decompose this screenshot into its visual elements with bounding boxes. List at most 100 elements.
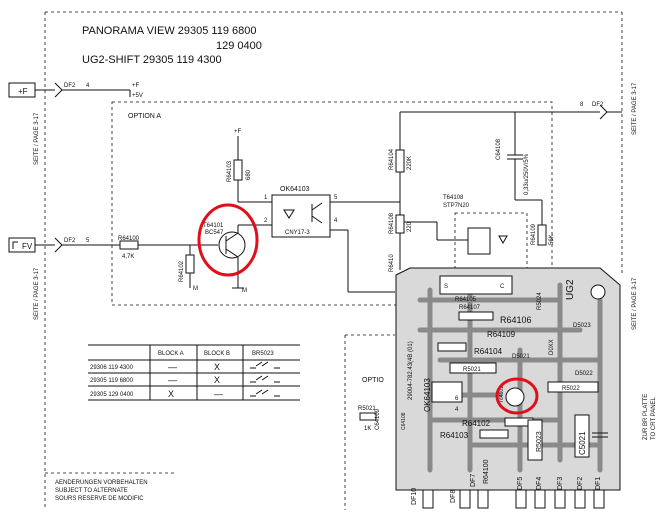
page-mid-label: SEITE / PAGE 3-17 [632, 277, 638, 330]
pcb-n4: 4 [455, 407, 459, 413]
bc547-label: BC547 [205, 230, 224, 236]
highlight-pcb-t64101 [495, 377, 539, 415]
table-row1-part: 29306 119 4300 [90, 365, 134, 371]
pin4-opto-label: 4 [334, 218, 338, 224]
pcb-ok64103: OK64103 [423, 378, 432, 412]
plus-f-label: +F [18, 87, 28, 96]
opto-led-icon [283, 209, 295, 219]
page-top-label: SEITE / PAGE 3-17 [632, 82, 638, 135]
r64100-body [119, 240, 139, 250]
arrow-fv [54, 237, 63, 253]
r64104-body [395, 149, 405, 173]
table-row2-a: — [168, 375, 177, 385]
pin2-label: 2 [264, 218, 268, 224]
pin5-label: 5 [86, 238, 90, 244]
pcb-r64105: R64105 [455, 297, 477, 303]
pcb-c5021-body [574, 414, 590, 458]
table-header-b: BLOCK B [204, 351, 230, 357]
r64108-body [395, 214, 405, 234]
pcb-r64106: R64106 [500, 315, 532, 325]
switch-icon-1 [250, 361, 280, 369]
table-row1-b: X [214, 362, 220, 372]
pin4-label: 4 [86, 83, 90, 89]
r5021-sch-body [359, 412, 377, 421]
c64109-label: C64109 [375, 408, 381, 430]
r64107-label: R6410 [389, 254, 395, 272]
pcb-ok64103-body [431, 381, 463, 403]
notice-line1: AENDERUNGEN VORBEHALTEN [55, 480, 148, 486]
pcb-t64101-body [505, 387, 525, 407]
switch-icon-2 [250, 375, 280, 383]
pcb-df4: DF4 [536, 477, 543, 490]
pcb-r64106-body [458, 311, 494, 321]
pcb-r64100: R64100 [483, 459, 490, 484]
pcb-r64103: R64103 [440, 431, 469, 440]
table-row2-b: X [214, 375, 220, 385]
ok64103-body [271, 194, 331, 238]
fv-label: FV [22, 242, 33, 251]
arrow-plusf [54, 82, 63, 98]
mosfet-diode-icon [498, 235, 508, 245]
pcb-r64103-body [479, 429, 509, 439]
table-row3-b: — [214, 389, 223, 399]
t64101-collector [225, 232, 239, 242]
df2-5-label: DF2 [64, 238, 76, 244]
fv-page: SEITE / PAGE 3-17 [34, 267, 40, 320]
r64103-body [233, 159, 243, 181]
pcb-df8: DF8 [450, 490, 457, 503]
pcb-r5022-body [547, 381, 599, 393]
header-line2: 129 0400 [216, 40, 262, 52]
pcb-pin-df1 [593, 489, 605, 509]
r64104-value: 220K [407, 156, 413, 170]
pcb-inset: S C R64105 R64107 R64106 R64109 R64104 R… [395, 267, 621, 509]
header-line3: UG2-SHIFT 29305 119 4300 [82, 54, 222, 66]
pcb-pin-df8 [459, 489, 471, 509]
pcb-r5023: R5023 [536, 431, 543, 452]
pcb-df3: DF3 [557, 477, 564, 490]
r64108-value: 220 [407, 221, 413, 232]
df2-4-label: DF2 [64, 83, 76, 89]
r64104-label: R64104 [389, 148, 395, 170]
m2-label: M [242, 288, 247, 294]
c64108-value: 0,33u/250V/5% [524, 153, 530, 195]
r5021-sch-label: R5021 [358, 406, 376, 412]
pcb-pin-df3 [554, 489, 566, 509]
to-crt-label: TO CRT PANEL [651, 396, 657, 440]
pcb-ug2: UG2 [565, 279, 576, 300]
pcb-dzx: D0XX [549, 339, 555, 355]
r64100-label: R64100 [118, 236, 140, 242]
pcb-pin-df4 [534, 489, 546, 509]
pin5-opto-label: 5 [334, 195, 338, 201]
t64101-emitter [225, 248, 239, 258]
t64108-symbol [467, 227, 491, 255]
pcb-d5023: D5023 [573, 323, 591, 329]
pcb-r64104: R64104 [474, 347, 503, 356]
pcb-n6: 6 [455, 396, 459, 402]
pcb-c64108: C64108 [401, 412, 407, 430]
table-header-a: BLOCK A [158, 351, 184, 357]
table-header-br: BR5023 [252, 351, 274, 357]
pcb-pin-s: S [444, 284, 448, 290]
pcb-part-no: 29004-782.43(4B (01) [408, 341, 414, 400]
pcb-c5021: C5021 [578, 431, 587, 455]
r64100-value: 4,7K [122, 254, 134, 260]
pin8-label: 8 [580, 102, 584, 108]
pcb-traces-v [427, 282, 603, 473]
option-b-label: OPTIO [362, 377, 384, 384]
table-row3-a: X [168, 389, 174, 399]
pcb-connector [439, 275, 513, 295]
pcb-df7: DF7 [470, 474, 477, 487]
option-a-box [111, 101, 553, 306]
plus-f-page: SEITE / PAGE 3-17 [34, 112, 40, 165]
pcb-r5021: R5021 [463, 367, 481, 373]
plus-f2-label: +F [234, 129, 242, 135]
stp7n20-label: STP7N20 [443, 203, 470, 209]
pcb-r5024: R5024 [537, 292, 543, 310]
c64108-label: C64108 [496, 138, 502, 160]
pcb-r5023-body [527, 419, 543, 461]
plus-5v-sig: +5V [132, 93, 143, 99]
pcb-pin-c: C [500, 284, 505, 290]
opto-tr-c [311, 202, 323, 211]
